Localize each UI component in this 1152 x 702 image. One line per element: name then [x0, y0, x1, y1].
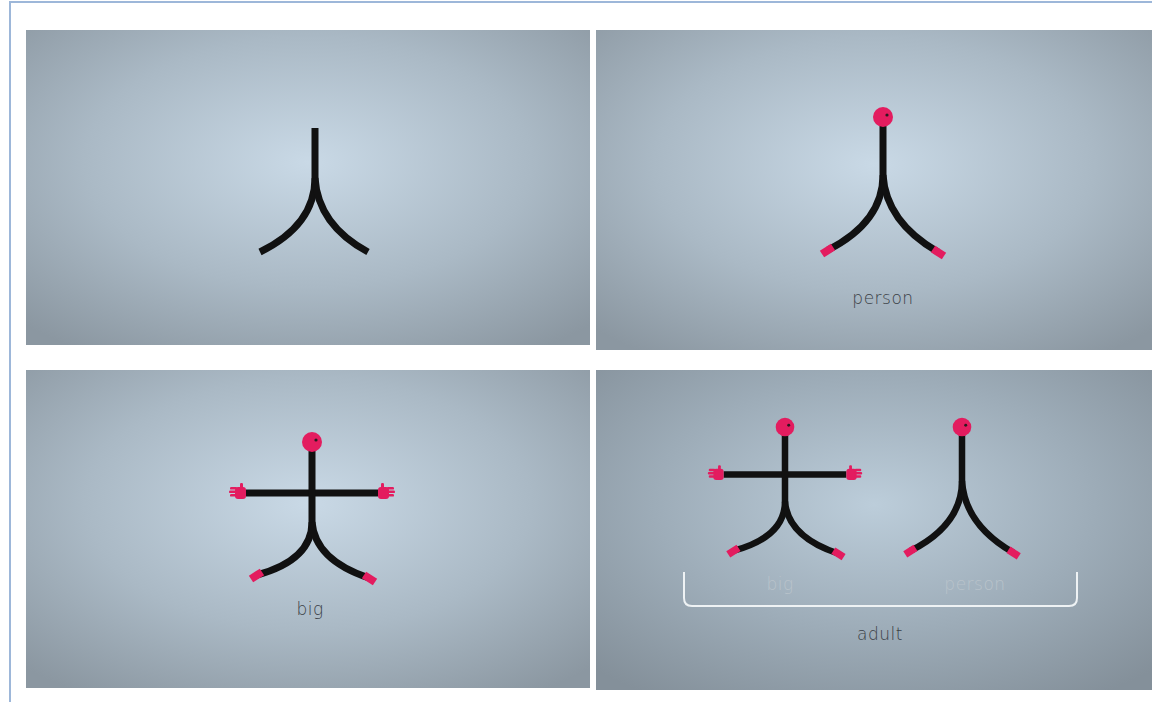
- stroke: [260, 128, 315, 252]
- hand: [378, 483, 395, 499]
- stroke: [315, 178, 368, 252]
- foot: [728, 548, 738, 555]
- head: [953, 418, 972, 437]
- foot: [251, 572, 262, 579]
- stroke: [911, 434, 962, 550]
- bracket: [684, 572, 1077, 606]
- caption-label: person: [852, 288, 913, 308]
- foot: [364, 575, 375, 582]
- panel: [26, 30, 590, 345]
- caption-label: adult: [857, 624, 903, 644]
- foot: [1009, 550, 1019, 557]
- caption-label: big: [766, 574, 793, 594]
- stroke: [883, 175, 938, 252]
- hand: [846, 465, 862, 480]
- stroke: [785, 501, 838, 553]
- big-figure: [708, 418, 862, 558]
- foot: [905, 548, 915, 555]
- person-figure: [822, 107, 944, 256]
- head: [873, 107, 893, 127]
- stroke: [828, 125, 883, 250]
- big-figure: [229, 432, 395, 582]
- frame-line: [9, 1, 11, 702]
- caption-label: person: [944, 574, 1005, 594]
- hand: [229, 483, 246, 499]
- head: [776, 418, 795, 437]
- hand: [708, 465, 724, 480]
- person-figure: [905, 418, 1018, 557]
- stroke: [962, 481, 1013, 553]
- panel: [596, 370, 1152, 690]
- character-strokes: [260, 128, 368, 252]
- panel: [596, 30, 1152, 350]
- panel: [26, 370, 590, 688]
- frame-line: [10, 1, 1152, 3]
- foot: [833, 551, 843, 558]
- stroke: [734, 434, 785, 550]
- stroke: [257, 450, 312, 575]
- caption-label: big: [296, 599, 323, 619]
- stroke: [312, 522, 369, 578]
- foot: [822, 247, 833, 254]
- foot: [933, 249, 944, 256]
- head: [302, 432, 322, 452]
